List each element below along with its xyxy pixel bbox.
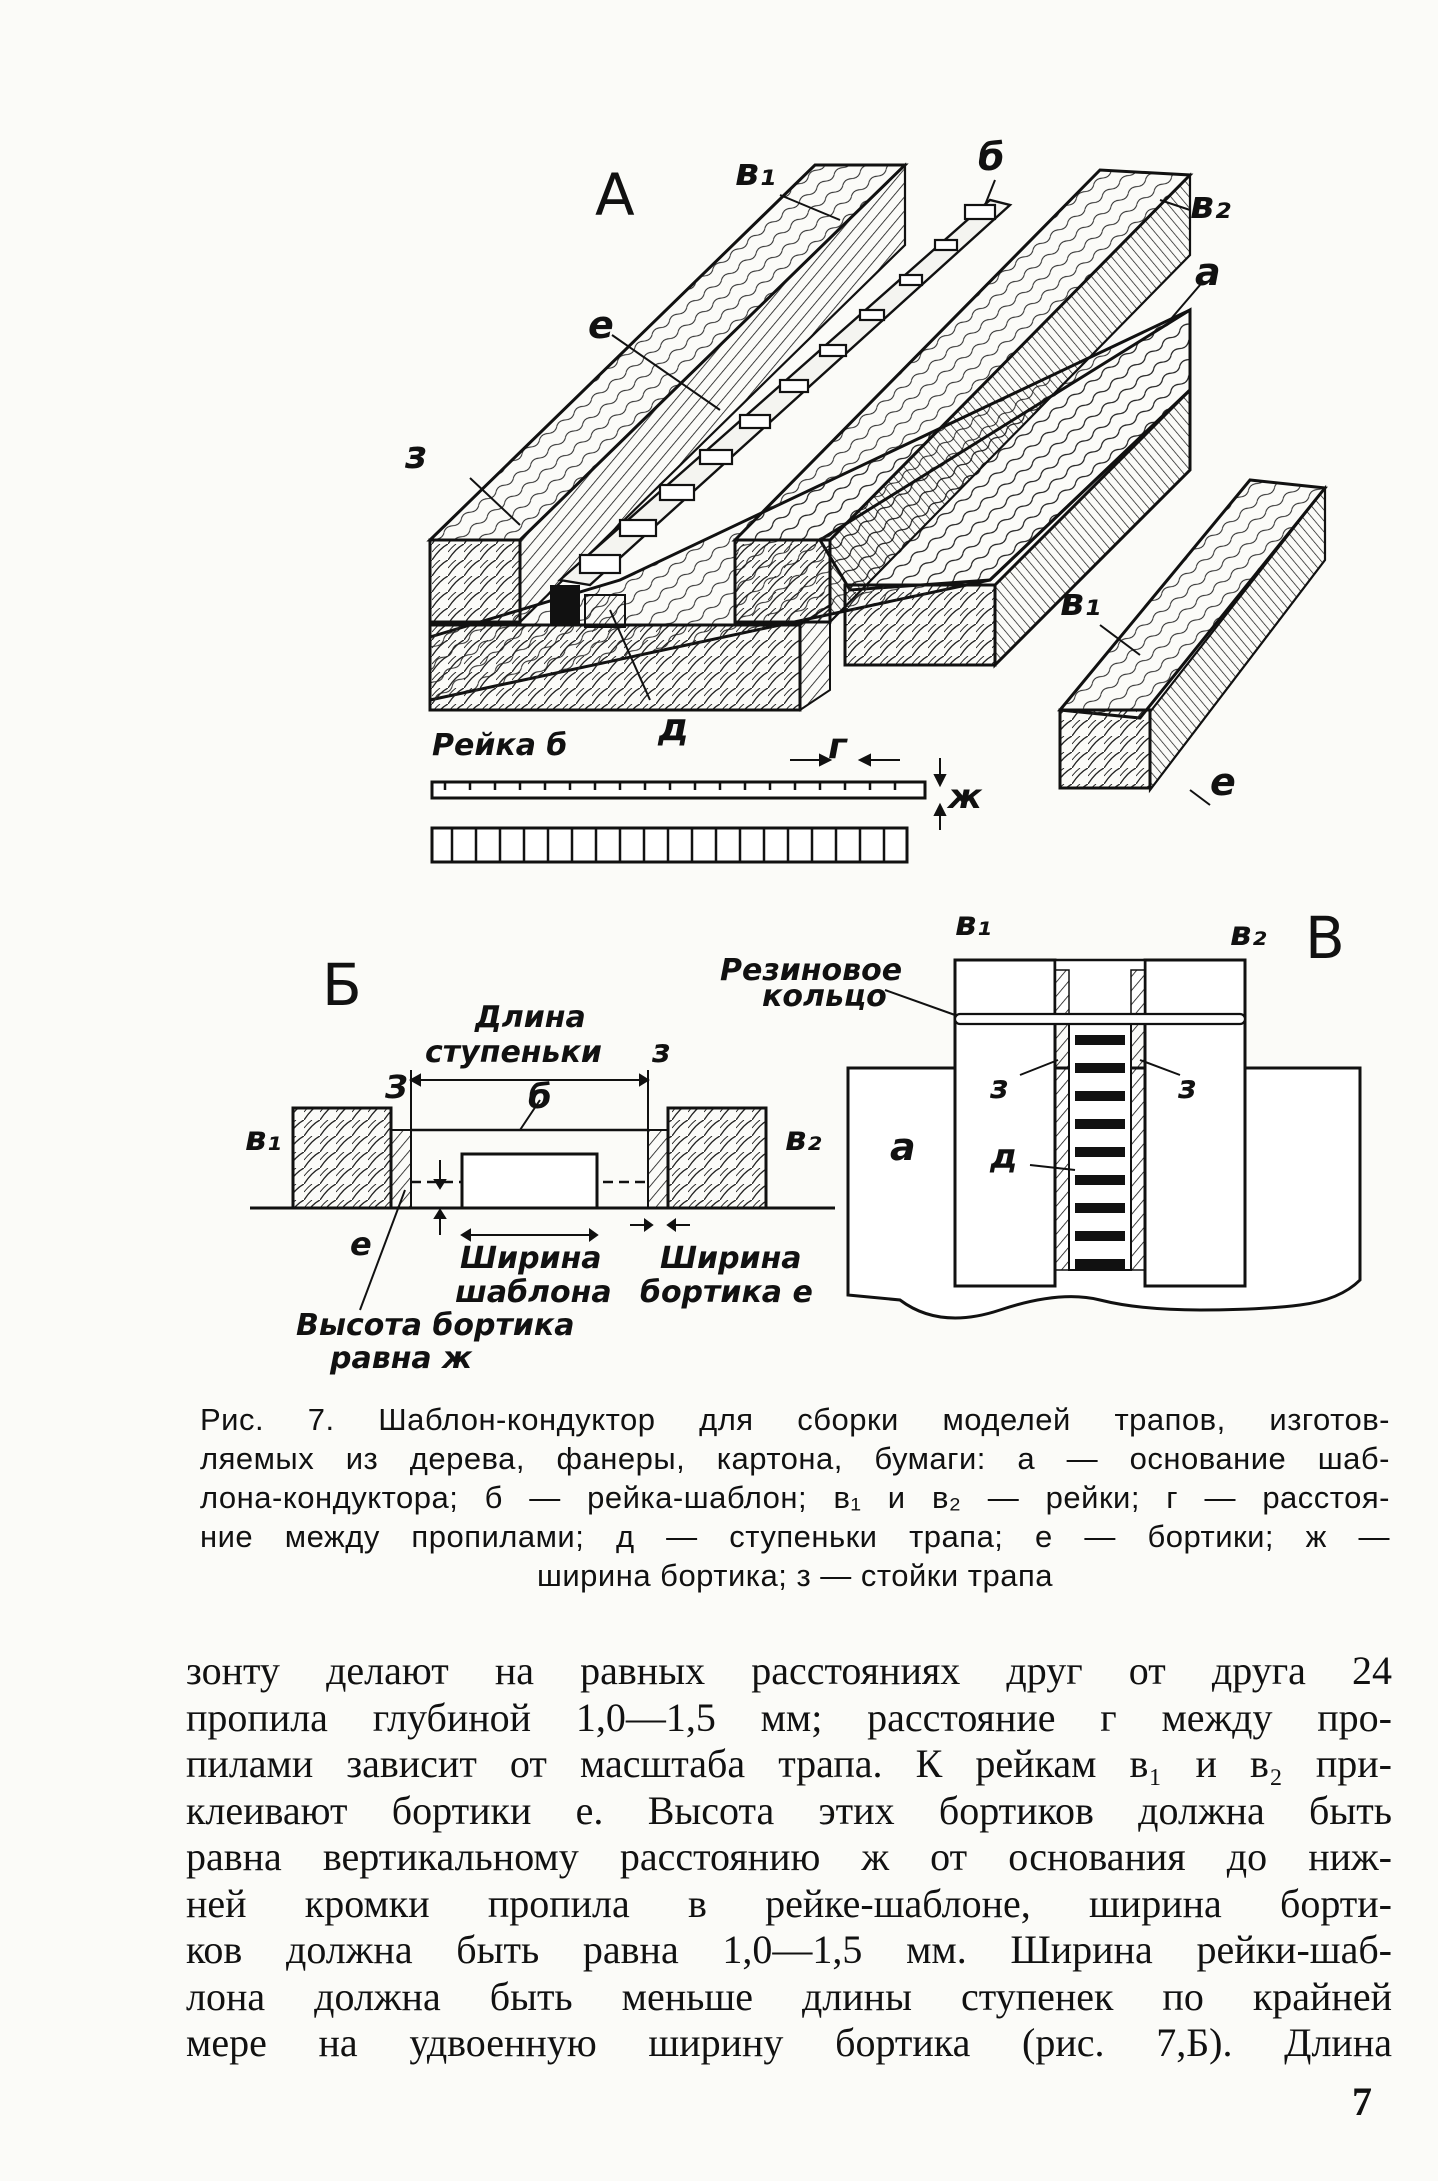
label-z-right-b: з: [651, 1032, 671, 1070]
section-v-drawing: В Резиновое кольцо в₁ в₂ а з з д: [720, 904, 1362, 1320]
rim-height-2: равна ж: [329, 1341, 473, 1376]
caption-line: ширина бортика; з — стойки трапа: [536, 1558, 1054, 1593]
section-a-drawing: А в₁ б в₂ а е з в₁ е д Рейка б г ж: [404, 135, 1328, 864]
section-b-drawing: Б Длина ступеньки З з б в₁ в₂ е Ширина ш…: [245, 951, 835, 1376]
label-e-right: е: [1210, 760, 1236, 804]
caption-line: лона-кондуктора; б — рейка-шаблон; в₁ и …: [200, 1480, 1390, 1515]
body-paragraph: зонту делают на равных расстояниях друг …: [186, 1648, 1392, 2067]
label-z: з: [404, 433, 427, 477]
figure-caption: Рис. 7. Шаблон-кондуктор для сборки моде…: [200, 1400, 1390, 1595]
section-v-letter: В: [1305, 904, 1345, 972]
text-line: равна вертикальному расстоянию ж от осно…: [186, 1834, 1392, 1879]
label-v2-v: в₂: [1230, 914, 1267, 954]
rubber-ring-1: Резиновое: [720, 953, 902, 988]
section-a-letter: А: [595, 161, 635, 229]
caption-line: ние между пропилами; д — ступеньки трапа…: [200, 1519, 1390, 1554]
label-z-left-b: З: [384, 1068, 408, 1106]
page-number: 7: [1352, 2079, 1372, 2124]
label-v1-b: в₁: [245, 1119, 281, 1159]
rim-height-1: Высота бортика: [296, 1308, 575, 1343]
loose-rail-v1: [1057, 478, 1328, 794]
text-line: клеивают бортики е. Высота этих бортиков…: [186, 1787, 1392, 1833]
label-a-v: а: [890, 1125, 916, 1169]
text-line: ков должна быть равна 1,0—1,5 мм. Ширина…: [186, 1927, 1392, 1972]
text-line: пилами зависит от масштаба трапа. К рейк…: [186, 1741, 1392, 1786]
text-line: мере на удвоенную ширину бортика (рис. 7…: [186, 2020, 1392, 2065]
label-v1-right: в₁: [1060, 580, 1101, 624]
label-z-right-v: з: [1177, 1068, 1197, 1106]
template-rail-b: [550, 198, 1013, 628]
lower-base: [428, 603, 831, 712]
template-width-2: шаблона: [455, 1275, 612, 1310]
text-line: лона должна быть меньше длины ступенек п…: [186, 1973, 1392, 2019]
figure-7: А в₁ б в₂ а е з в₁ е д Рейка б г ж: [245, 135, 1362, 1376]
rim-width-1: Ширина: [660, 1241, 802, 1276]
caption-line: Рис. 7. Шаблон-кондуктор для сборки моде…: [200, 1402, 1390, 1437]
text-line: зонту делают на равных расстояниях друг …: [186, 1648, 1392, 1693]
label-zh: ж: [946, 777, 983, 817]
rail-v1: [426, 162, 909, 625]
label-b-section: б: [528, 1077, 552, 1117]
label-b-top: б: [978, 135, 1005, 179]
label-a-top: а: [1195, 250, 1221, 294]
rim-width-2: бортика е: [640, 1275, 813, 1310]
label-v1-v: в₁: [955, 904, 991, 944]
template-width-1: Ширина: [460, 1241, 602, 1276]
length-label-1: Длина: [474, 1000, 586, 1035]
rubber-ring-2: кольцо: [762, 979, 887, 1014]
section-a-leaders: [469, 179, 1211, 806]
label-e-b: е: [350, 1225, 372, 1263]
label-g: г: [828, 726, 848, 767]
label-d: д: [657, 705, 689, 749]
label-d-v: д: [989, 1137, 1017, 1177]
label-v2-b: в₂: [785, 1119, 822, 1159]
caption-line: ляемых из дерева, фанеры, картона, бумаг…: [200, 1441, 1390, 1476]
label-e: е: [588, 303, 614, 347]
text-line: пропила глубиной 1,0—1,5 мм; расстояние …: [186, 1694, 1392, 1740]
rail-v2: [731, 168, 1194, 625]
rail-b-elevation: [430, 753, 947, 864]
section-b-letter: Б: [322, 951, 362, 1019]
rail-b-caption: Рейка б: [432, 728, 567, 763]
text-line: ней кромки пропила в рейке-шаблоне, шири…: [186, 1880, 1392, 1926]
length-label-2: ступеньки: [425, 1035, 602, 1070]
label-z-left-v: з: [989, 1068, 1009, 1106]
label-v1-top: в₁: [735, 150, 776, 194]
label-v2-top: в₂: [1190, 183, 1231, 227]
